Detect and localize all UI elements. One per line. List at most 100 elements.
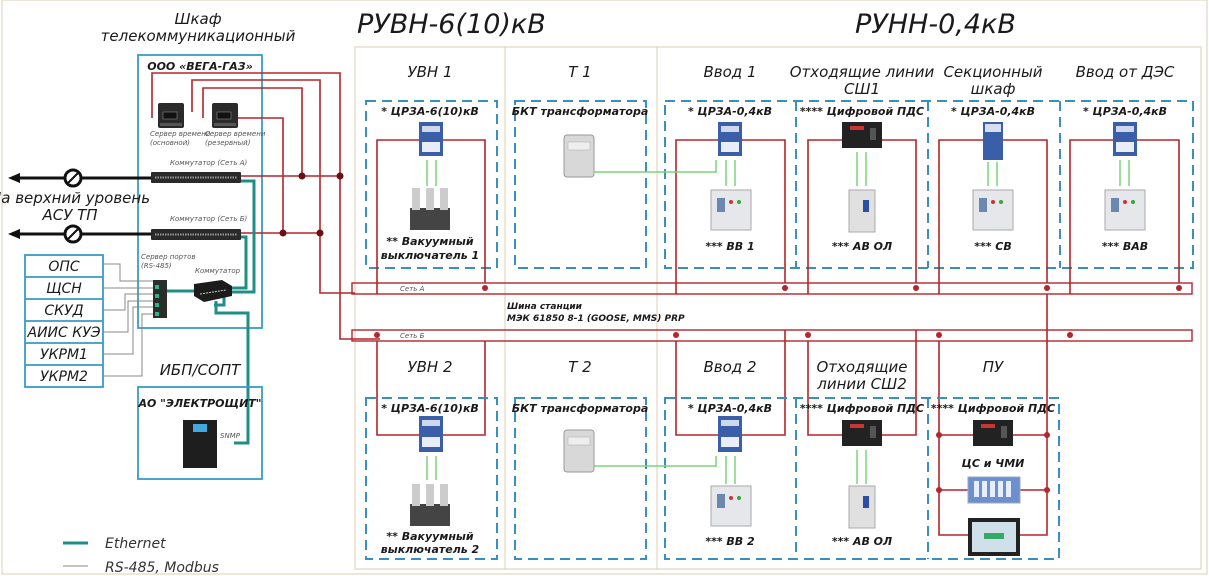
cs-device[interactable] [967,476,1021,504]
bay-title: УВН 2 [407,358,452,376]
switch-b[interactable] [151,229,241,240]
station-bus-label-2: МЭК 61850 8-1 (GOOSE, MMS) PRP [507,314,685,324]
legend-rs485-label: RS-485, Modbus [105,560,219,576]
time-server-link [202,87,303,176]
telecom-cabinet-title: Шкаф [174,10,221,28]
bay-title: Т 1 [568,63,591,81]
time-server-main-label-2: (основной) [150,139,190,147]
breaker-label: *** СВ [974,240,1012,253]
company-vega: ООО «ВЕГА-ГАЗ» [147,60,253,73]
upper-level-label: На верхний уровень [0,189,150,207]
port-server-label-2: (RS-485) [141,262,172,270]
bay-title: Отходящие линии [790,63,935,81]
breaker-label: *** ВВ 2 [705,535,755,548]
switch-a-label: Коммутатор (Сеть А) [170,159,247,167]
air-breaker[interactable] [710,485,752,527]
time-server-main-label: Сервер времени [150,130,211,138]
device-label: * ЦРЗА-0,4кВ [688,105,772,118]
meter-device[interactable] [563,429,595,473]
device-label: * ЦРЗА-0,4кВ [951,105,1035,118]
device-label: * ЦРЗА-0,4кВ [688,402,772,415]
air-breaker[interactable] [1104,189,1146,231]
bay-title: УВН 1 [407,63,452,81]
digital-pds-device[interactable] [973,420,1013,446]
relay-device[interactable] [419,122,443,156]
relay-device[interactable] [718,122,742,156]
bay-title-2: СШ1 [844,80,880,98]
breaker-label: *** ВВ 1 [705,240,754,253]
bay-title: Ввод от ДЭС [1076,63,1175,81]
ups-box [137,386,263,480]
snmp-label: SNMP [220,432,241,440]
net-a-bus [351,282,1193,295]
time-server-link [191,79,355,294]
time-server-reserve-label-2: (резервный) [205,139,251,147]
bay-title: ПУ [983,358,1004,376]
net-b-label: Сеть Б [400,332,425,340]
ethernet-link [214,179,256,307]
port-server-label: Сервер портов [141,253,196,261]
rnn-title: РУНН-0,4кВ [855,9,1016,40]
subsystem-item: УКРМ1 [40,347,88,363]
bay-box-t1 [514,100,647,269]
vacuum-breaker[interactable] [410,484,450,526]
telecom-cabinet-box [137,54,263,329]
subsystem-item: ЩСН [46,281,82,297]
time-server-reserve[interactable] [212,103,238,128]
molded-breaker[interactable] [848,189,876,233]
subsystem-list [24,254,104,388]
time-server-reserve-label: Сервер времени [205,130,266,138]
vacuum-breaker[interactable] [410,188,450,230]
device-label: * ЦРЗА-0,4кВ [1083,105,1167,118]
net-a-label: Сеть А [400,285,425,293]
relay-device[interactable] [983,122,1003,160]
air-breaker[interactable] [972,189,1014,231]
breaker-label-2: выключатель 2 [381,543,480,556]
subsystem-item: СКУД [44,303,83,319]
bay-box-t2 [514,397,647,560]
digital-pds-device[interactable] [842,122,882,148]
small-switch[interactable] [194,280,232,302]
hmi-panel[interactable] [968,518,1020,556]
bay-box-uvn1 [365,100,498,269]
bay-title: Ввод 2 [704,358,757,376]
upper-level-arrow-a [8,168,151,188]
switch-a[interactable] [151,172,241,183]
device-label: БКТ трансформатора [512,105,649,118]
ups-device[interactable] [183,420,217,468]
subsystem-item: ОПС [48,259,80,275]
bay-title: Т 2 [568,358,591,376]
bay-title: Ввод 1 [704,63,757,81]
subsystem-item: УКРМ2 [40,369,88,385]
breaker-label: *** АВ ОЛ [832,535,892,548]
relay-device[interactable] [419,416,443,452]
meter-device[interactable] [563,134,595,178]
substation-frame [354,46,1202,570]
bay-title-2: линии СШ2 [816,375,906,393]
rs485-link [103,306,153,355]
ups-title: ИБП/СОПТ [160,361,242,379]
telecom-cabinet-title-2: телекоммуникационный [101,27,296,45]
relay-device[interactable] [1113,122,1137,156]
upper-level-label-2: АСУ ТП [41,206,97,224]
time-server-link [233,117,284,233]
device-label: * ЦРЗА-6(10)кВ [381,402,479,415]
digital-pds-device[interactable] [842,420,882,446]
ups-company: АО "ЭЛЕКТРОЩИТ" [137,397,261,410]
station-bus-label: Шина станции [507,302,583,312]
port-server[interactable] [153,280,167,318]
breaker-label: ** Вакуумный [386,530,473,543]
rs485-link [103,263,153,282]
bay-title: Отходящие [816,358,907,376]
device-label: * ЦРЗА-6(10)кВ [381,105,479,118]
air-breaker[interactable] [710,189,752,231]
cs-hmi-label: ЦС и ЧМИ [962,457,1025,470]
molded-breaker[interactable] [848,485,876,529]
meter-link [594,160,717,173]
relay-device[interactable] [718,416,742,452]
time-server-link [151,72,380,340]
time-server-main[interactable] [158,103,184,128]
device-label: БКТ трансформатора [512,402,649,415]
